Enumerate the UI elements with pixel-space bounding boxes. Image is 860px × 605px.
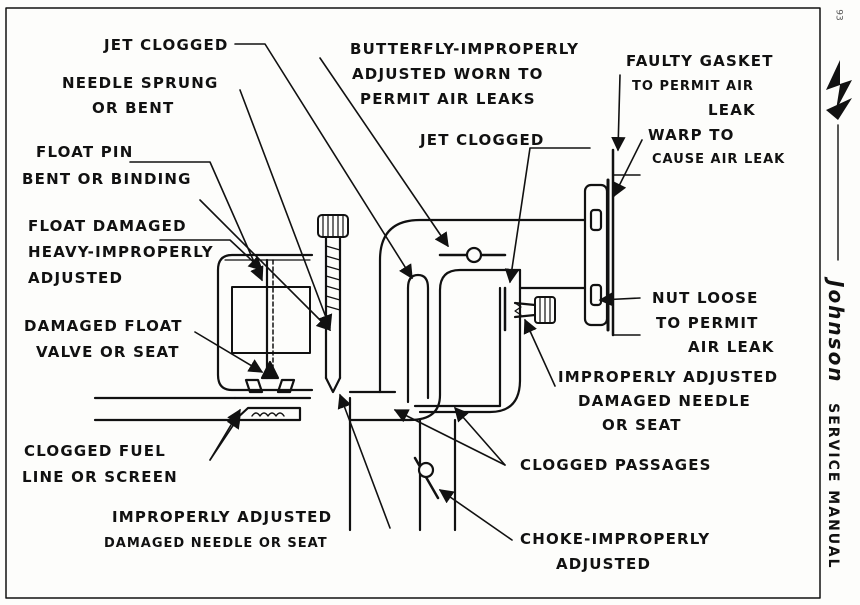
label-damaged-needle-bottom: DAMAGED NEEDLE OR SEAT [104,536,328,551]
label-nut-to-permit: TO PERMIT [656,314,759,332]
label-jet-clogged-top: JET CLOGGED [104,36,229,54]
label-improperly-adjusted-right: IMPROPERLY ADJUSTED [558,368,779,386]
label-nut-air-leak: AIR LEAK [688,338,775,356]
page-border [5,7,821,599]
label-damaged-float: DAMAGED FLOAT [24,317,183,335]
butterfly-valve [438,246,507,264]
choke-valve [413,456,440,500]
leader-lines [129,43,643,541]
manual-title: SERVICE MANUAL [825,403,841,570]
label-damaged-needle-right: DAMAGED NEEDLE [578,392,751,410]
label-clogged-fuel: CLOGGED FUEL [24,442,166,460]
label-float-adjusted: ADJUSTED [28,269,124,287]
label-clogged-passages: CLOGGED PASSAGES [520,456,712,474]
label-needle-sprung: NEEDLE SPRUNG [62,74,219,92]
label-float-pin-bent: BENT OR BINDING [22,170,192,188]
label-warp-to: WARP TO [648,126,735,144]
side-title: Johnson SERVICE MANUAL [824,280,848,569]
fuel-line [93,396,312,422]
label-jet-clogged-mid: JET CLOGGED [420,131,545,149]
label-to-permit-air: TO PERMIT AIR [632,79,754,94]
float-valve [244,360,296,394]
label-butterfly: BUTTERFLY-IMPROPERLY [350,40,580,58]
needle-valve-left [317,214,349,394]
label-cause-air-leak: CAUSE AIR LEAK [652,152,786,167]
label-faulty-gasket: FAULTY GASKET [626,52,774,70]
johnson-emblem [826,60,852,261]
label-needle-bent: OR BENT [92,99,175,117]
label-choke: CHOKE-IMPROPERLY [520,530,711,548]
label-improperly-adjusted-bottom: IMPROPERLY ADJUSTED [112,508,333,526]
label-or-seat-right: OR SEAT [602,416,682,434]
brand-name: Johnson [824,280,848,384]
label-leak: LEAK [708,101,756,119]
page-number: 93 [833,9,844,21]
float [231,286,311,354]
label-butterfly-worn: ADJUSTED WORN TO [352,65,544,83]
label-float-damaged: FLOAT DAMAGED [28,217,187,235]
label-valve-or-seat: VALVE OR SEAT [36,343,180,361]
float-pin [265,258,274,380]
flange [583,148,641,337]
label-float-heavy: HEAVY-IMPROPERLY [28,243,214,261]
needle-valve-right [513,296,556,324]
label-nut-loose: NUT LOOSE [652,289,759,307]
label-float-pin: FLOAT PIN [36,143,134,161]
label-line-or-screen: LINE OR SCREEN [22,468,178,486]
label-choke-adjusted: ADJUSTED [556,555,652,573]
label-butterfly-air-leaks: PERMIT AIR LEAKS [360,90,536,108]
